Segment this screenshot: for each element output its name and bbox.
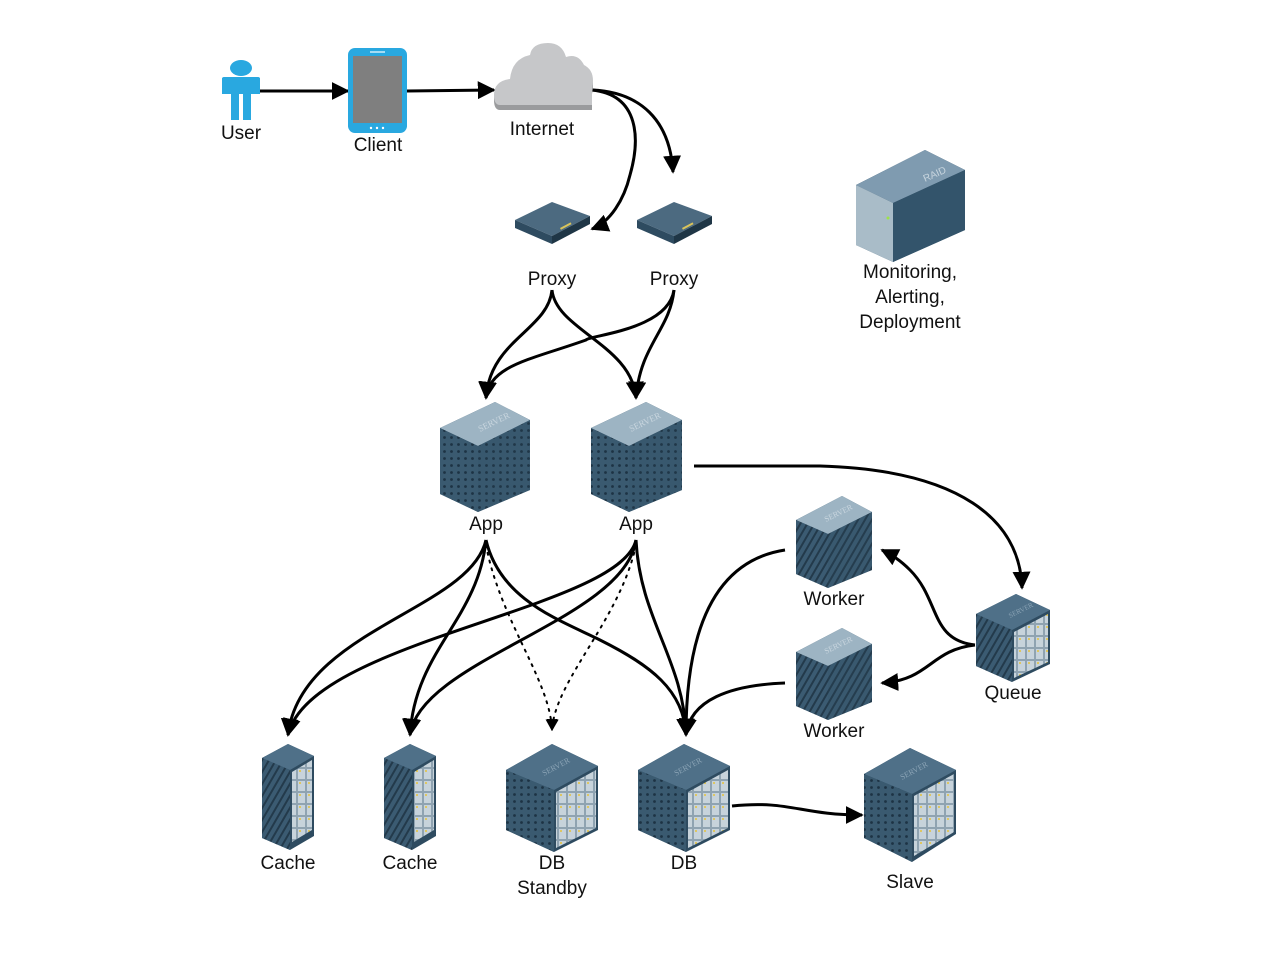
edge-app1-cache1 <box>280 539 488 737</box>
worker-1-label: Worker <box>804 589 866 610</box>
node-app-2[interactable]: SERVER App <box>591 402 682 535</box>
server-icon: SERVER <box>796 628 872 720</box>
node-client[interactable]: Client <box>348 48 407 156</box>
edge-app1-db <box>484 539 695 737</box>
edge-worker2-db <box>678 681 786 737</box>
edge-proxy1-app1 <box>478 289 554 400</box>
edge-queue-worker1 <box>880 548 976 647</box>
monitoring-label-line-1: Monitoring, <box>863 262 957 283</box>
tower-rack-icon <box>262 744 314 850</box>
node-worker-2[interactable]: SERVER Worker <box>796 628 872 742</box>
edge-app2-dbstandby <box>546 544 637 732</box>
edge-queue-worker2 <box>880 643 976 691</box>
rack-server-icon: SERVER <box>976 594 1050 682</box>
cache-1-label: Cache <box>261 853 316 874</box>
db-standby-label-line-2: Standby <box>517 878 587 899</box>
person-icon <box>222 60 260 120</box>
raid-storage-icon: RAID <box>856 150 965 262</box>
edge-app2-cache2 <box>403 539 638 737</box>
node-proxy-1[interactable]: Proxy <box>515 202 590 290</box>
user-label: User <box>221 123 262 144</box>
router-icon <box>637 202 712 244</box>
node-db-standby[interactable]: SERVER DB Standby <box>506 744 598 899</box>
client-label: Client <box>354 135 403 156</box>
server-icon: SERVER <box>591 402 682 512</box>
node-db[interactable]: SERVER DB <box>638 744 730 874</box>
db-standby-label-line-1: DB <box>539 853 565 874</box>
edge-proxy2-app2 <box>628 289 676 400</box>
tower-rack-icon <box>384 744 436 850</box>
server-icon: SERVER <box>796 496 872 588</box>
rack-server-icon: SERVER <box>864 748 956 862</box>
queue-label: Queue <box>984 683 1041 704</box>
edge-worker1-db <box>677 548 786 737</box>
edge-app2-db <box>634 539 695 737</box>
node-user[interactable]: User <box>221 60 262 144</box>
edge-client-internet <box>406 81 496 100</box>
cache-2-label: Cache <box>383 853 438 874</box>
rack-server-icon: SERVER <box>638 744 730 852</box>
edge-db-slave <box>731 803 864 824</box>
edges <box>258 81 1031 824</box>
edge-proxy1-app2 <box>550 289 644 400</box>
worker-2-label: Worker <box>804 721 866 742</box>
app-1-label: App <box>469 514 503 535</box>
edge-proxy2-app1 <box>479 289 676 400</box>
edge-app1-dbstandby <box>485 544 558 732</box>
rack-server-icon: SERVER <box>506 744 598 852</box>
node-cache-1[interactable]: Cache <box>261 744 316 874</box>
proxy-2-label: Proxy <box>650 269 699 290</box>
node-queue[interactable]: SERVER Queue <box>976 594 1050 704</box>
cloud-icon <box>494 43 593 110</box>
monitoring-label-line-2: Alerting, <box>875 287 945 308</box>
edge-app2-queue <box>694 464 1031 590</box>
tablet-icon <box>348 48 407 133</box>
node-worker-1[interactable]: SERVER Worker <box>796 496 872 610</box>
node-app-1[interactable]: SERVER App <box>440 402 530 535</box>
node-slave[interactable]: SERVER Slave <box>864 748 956 893</box>
node-monitoring[interactable]: RAID Monitoring, Alerting, Deployment <box>856 150 965 333</box>
edge-app2-cache1 <box>282 539 638 737</box>
app-2-label: App <box>619 514 653 535</box>
edge-app1-cache2 <box>401 539 488 737</box>
monitoring-label-line-3: Deployment <box>859 312 961 333</box>
server-icon: SERVER <box>440 402 530 512</box>
proxy-1-label: Proxy <box>528 269 577 290</box>
node-proxy-2[interactable]: Proxy <box>637 202 712 290</box>
router-icon <box>515 202 590 244</box>
internet-label: Internet <box>510 119 575 140</box>
edge-internet-proxy2 <box>591 88 682 174</box>
slave-label: Slave <box>886 872 934 893</box>
node-cache-2[interactable]: Cache <box>383 744 438 874</box>
db-label: DB <box>671 853 697 874</box>
node-internet[interactable]: Internet <box>494 43 593 140</box>
edge-internet-proxy1 <box>590 88 637 232</box>
